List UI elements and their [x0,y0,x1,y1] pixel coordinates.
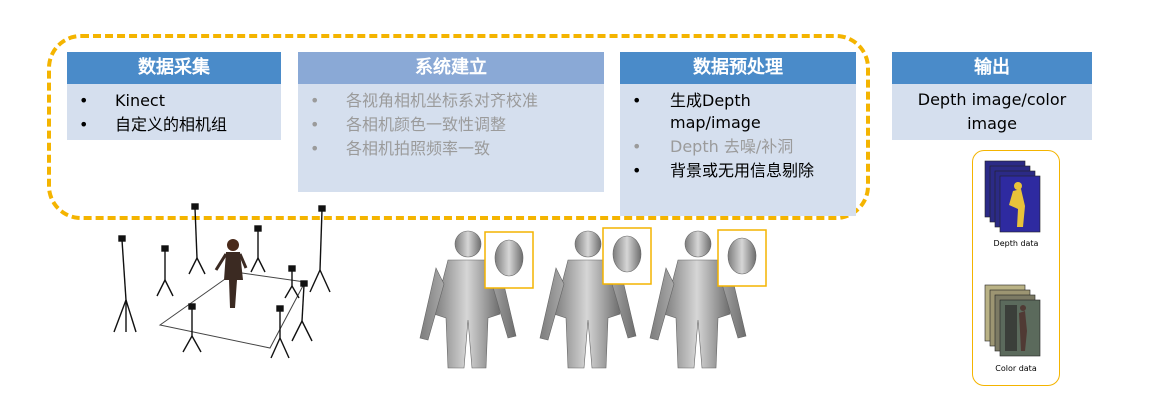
pipeline-dashed-frame [47,34,870,220]
3d-scan-illustration [419,227,767,369]
column-output: 输出 Depth image/color image [892,52,1092,140]
bullet-item: 背景或无用信息剔除 [628,160,842,182]
bullet-list: 各视角相机坐标系对齐校准 各相机颜色一致性调整 各相机拍照频率一致 [306,90,596,160]
color-data-stack [984,284,1041,357]
output-description: Depth image/color image [892,84,1092,140]
output-data-panel: Depth data Color data [972,150,1060,386]
column-preprocessing: 数据预处理 生成Depth map/image Depth 去噪/补洞 背景或无… [620,52,856,216]
column-title: 数据采集 [67,52,281,84]
column-title: 系统建立 [298,52,604,84]
column-body: 各视角相机坐标系对齐校准 各相机颜色一致性调整 各相机拍照频率一致 [298,84,604,192]
column-title: 输出 [892,52,1092,84]
bullet-item: 各相机拍照频率一致 [306,138,596,160]
bullet-item: 自定义的相机组 [75,114,273,136]
data-stack-illustration [984,160,1041,357]
bullet-item: Depth 去噪/补洞 [628,136,842,158]
column-title: 数据预处理 [620,52,856,84]
column-data-collection: 数据采集 Kinect 自定义的相机组 [67,52,281,140]
bullet-list: Kinect 自定义的相机组 [75,90,273,136]
bullet-item: 各视角相机坐标系对齐校准 [306,90,596,112]
column-body: Kinect 自定义的相机组 [67,84,281,140]
person-figure [214,239,248,308]
bullet-list: 生成Depth map/image Depth 去噪/补洞 背景或无用信息剔除 [628,90,842,182]
color-data-label: Color data [995,364,1037,373]
bullet-item: Kinect [75,90,273,112]
bullet-item: 各相机颜色一致性调整 [306,114,596,136]
column-body: 生成Depth map/image Depth 去噪/补洞 背景或无用信息剔除 [620,84,856,216]
depth-data-stack [984,160,1041,233]
camera-rig-illustration [113,203,331,359]
bullet-item: 生成Depth map/image [628,90,842,134]
column-system-setup: 系统建立 各视角相机坐标系对齐校准 各相机颜色一致性调整 各相机拍照频率一致 [298,52,604,192]
depth-data-label: Depth data [993,239,1039,248]
